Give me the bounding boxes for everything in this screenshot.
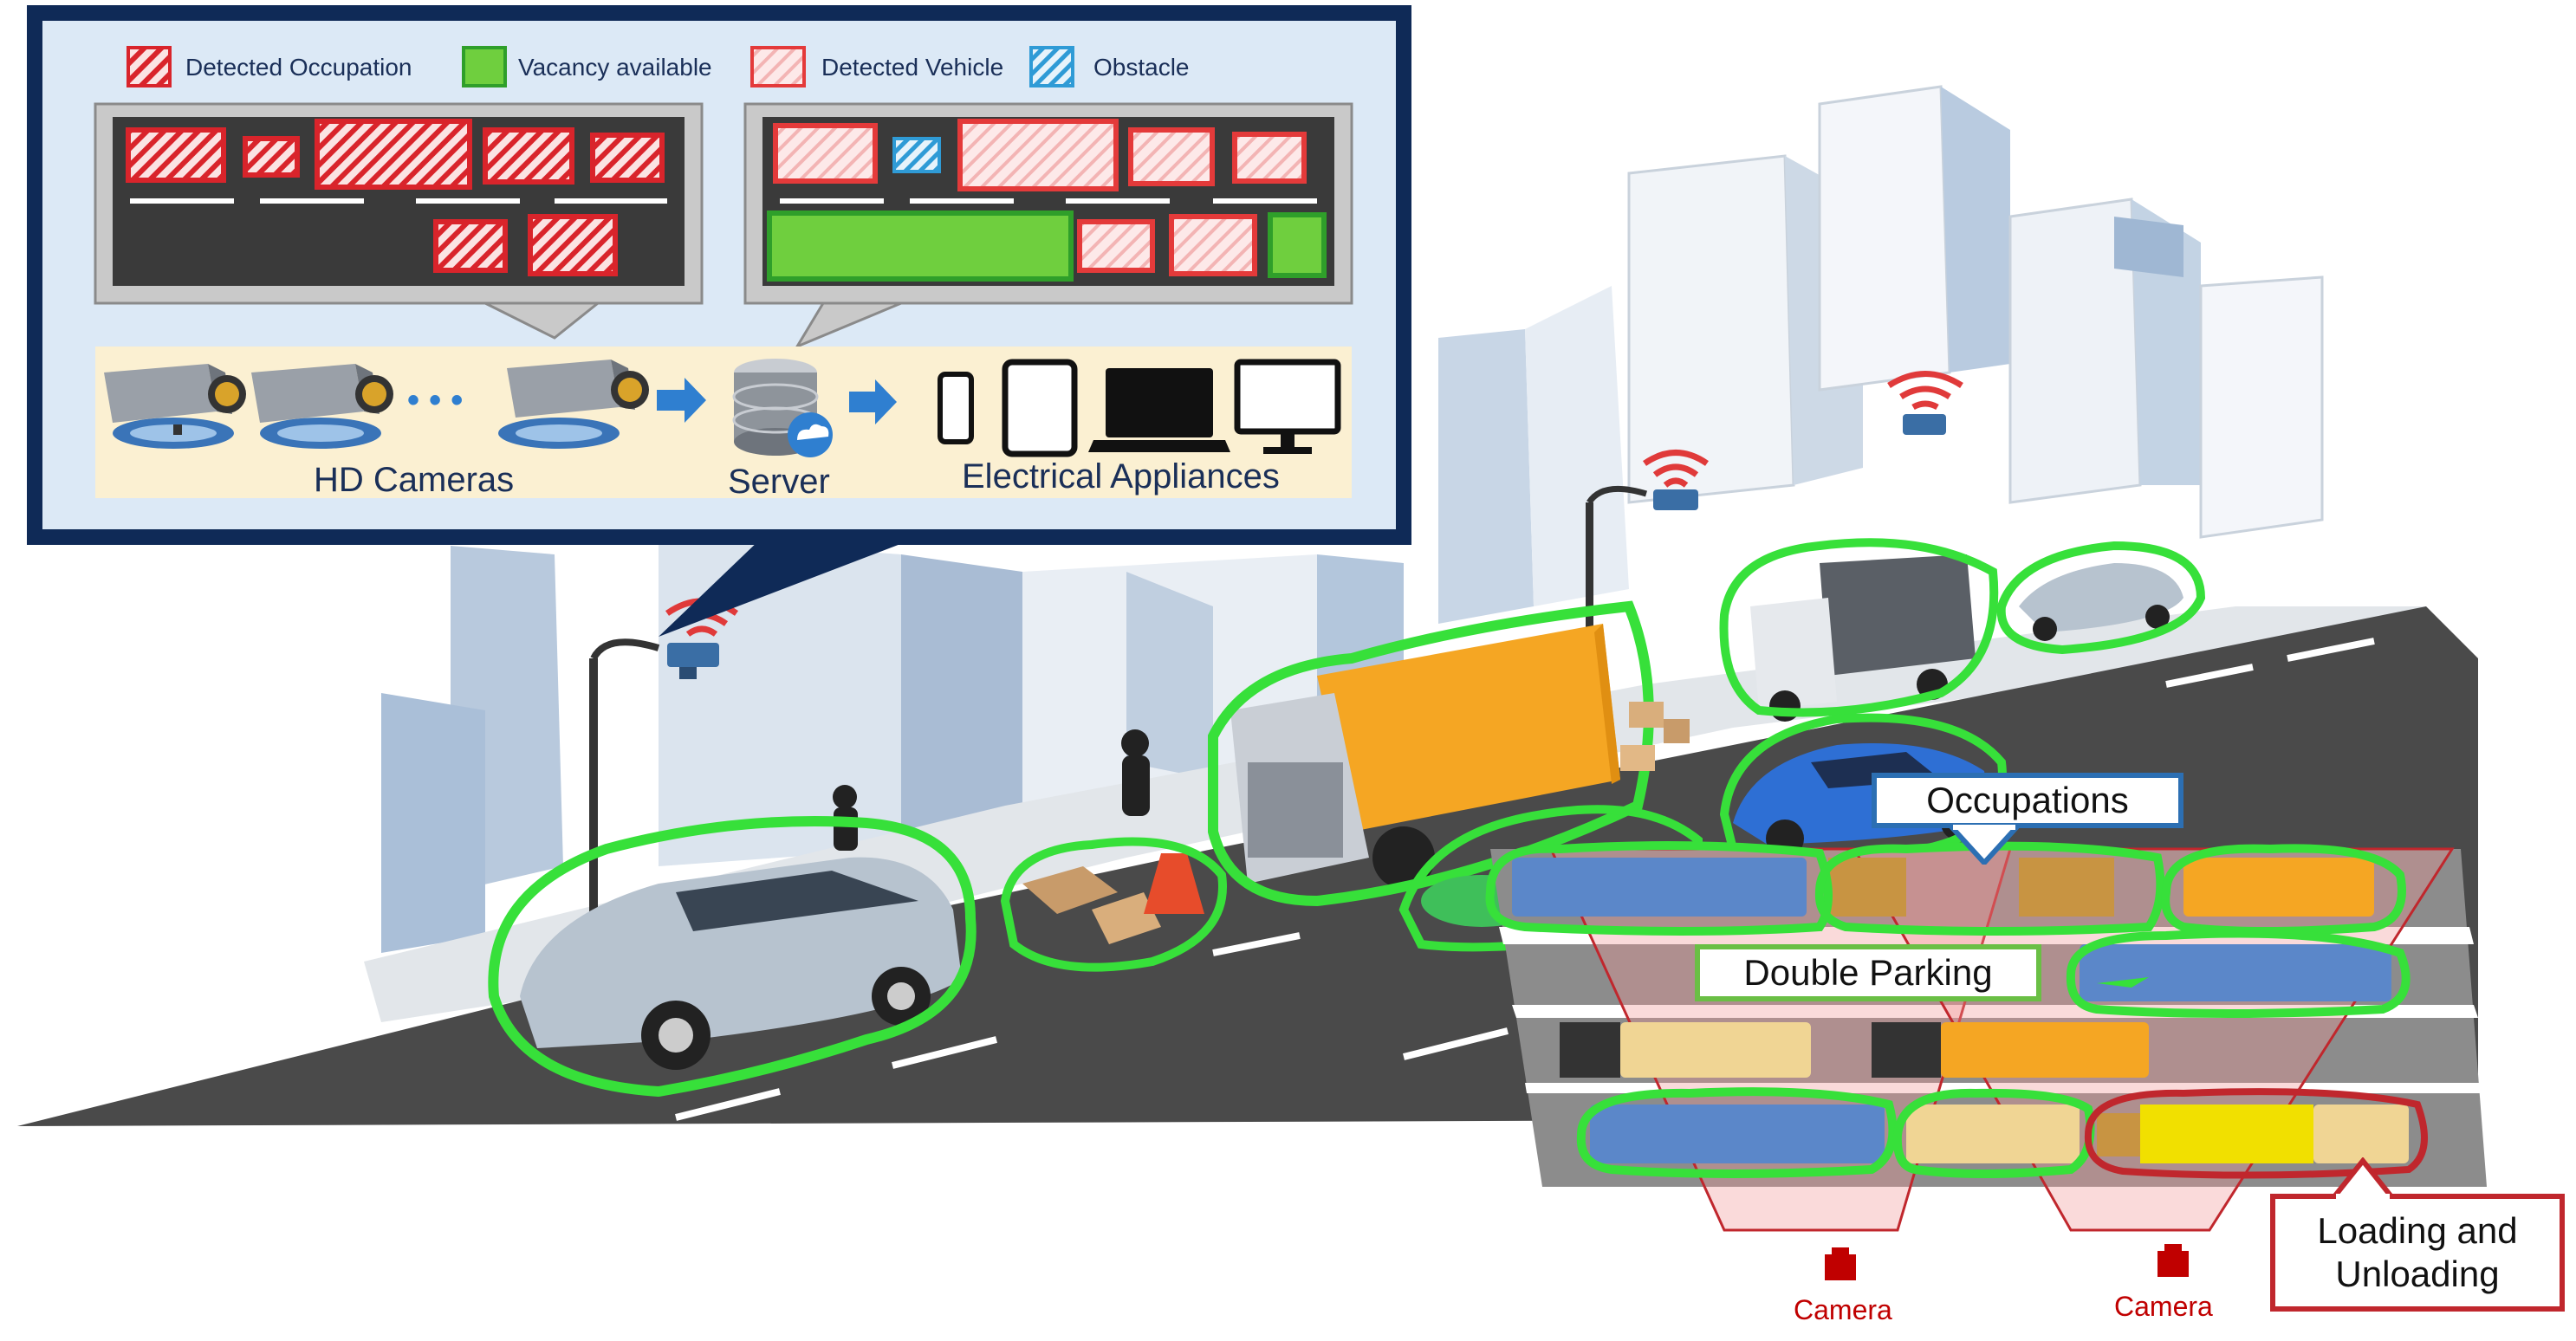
outline-minivan — [488, 816, 977, 1098]
legend-swatch-obstacle — [1029, 46, 1074, 87]
info-panel — [27, 5, 1411, 637]
street-lamp-middle — [1586, 485, 1698, 693]
loading-callout-line2: Unloading — [2335, 1254, 2500, 1294]
laptop-icon — [1088, 368, 1230, 452]
arrow-right-icon — [657, 378, 706, 423]
camera-marker-icon — [2157, 1244, 2189, 1277]
outline-convertible — [1996, 541, 2206, 655]
camera-label-right: Camera — [2114, 1291, 2213, 1322]
cctv-camera-icon — [104, 364, 246, 449]
camera-label-left: Camera — [1794, 1294, 1892, 1325]
occupations-callout-text: Occupations — [1926, 780, 2129, 820]
outline-grey-truck — [1719, 538, 1999, 717]
legend-swatch-occupation — [127, 46, 172, 87]
loading-zone-outline — [2084, 1088, 2428, 1179]
electrical-appliances-label: Electrical Appliances — [962, 457, 1280, 496]
grey-box-truck — [1750, 554, 1976, 722]
smartphone-icon — [938, 372, 974, 444]
arrow-right-icon — [849, 379, 897, 424]
legend-label-detected-occupation: Detected Occupation — [185, 54, 412, 81]
camera-ellipsis: • • • — [407, 381, 464, 419]
cctv-camera-icon — [498, 360, 649, 449]
loading-callout-line1: Loading and — [2317, 1209, 2518, 1251]
boxes-obstacle — [1022, 853, 1204, 944]
double-parking-callout-text: Double Parking — [1743, 952, 1993, 993]
orange-truck — [1230, 624, 1620, 889]
legend-swatch-vehicle — [750, 46, 806, 87]
legend-label-detected-vehicle: Detected Vehicle — [821, 54, 1004, 81]
hd-cameras-label: HD Cameras — [314, 461, 515, 499]
legend-label-obstacle: Obstacle — [1093, 54, 1190, 81]
server-label: Server — [728, 463, 830, 501]
legend-swatch-vacancy — [462, 46, 507, 87]
outline-boxes — [1000, 837, 1227, 972]
loading-unloading-callout: Loading and Unloading — [2270, 1194, 2565, 1312]
loading-callout-pointer — [2333, 1157, 2393, 1199]
tablet-icon — [1002, 359, 1078, 457]
wifi-signal-icon — [1643, 450, 1709, 488]
legend-label-vacancy-available: Vacancy available — [518, 54, 712, 81]
vacancy-slot — [767, 211, 1074, 282]
delivery-boxes — [1620, 702, 1690, 771]
vacancy-slot — [1268, 212, 1327, 278]
occupations-callout: Occupations — [1872, 773, 2183, 828]
cloud-icon — [788, 412, 833, 457]
monitor-icon — [1234, 359, 1341, 454]
camera-marker-icon — [1825, 1247, 1856, 1280]
street-lamp-left — [589, 638, 719, 944]
wall-camera-right — [1887, 371, 1963, 435]
occupations-callout-pointer — [1950, 825, 2019, 865]
cctv-camera-icon — [251, 364, 393, 449]
silver-minivan — [520, 857, 962, 1070]
double-parking-callout: Double Parking — [1695, 944, 2041, 1001]
silver-convertible — [2019, 563, 2183, 641]
